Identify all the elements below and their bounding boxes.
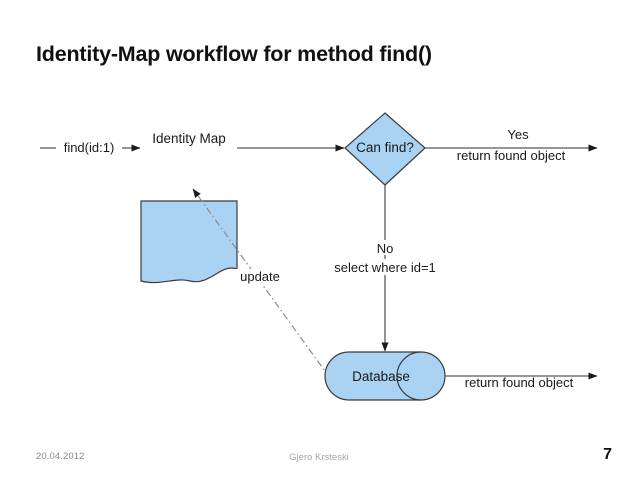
flowchart-svg: find(id:1) Identity Map Can find? Yes re… [40,112,598,401]
node-database-cap [396,351,422,401]
page-title: Identity-Map workflow for method find() [36,42,432,66]
node-database-label: Database [352,369,410,384]
connector-request: find(id:1) [40,140,141,156]
node-can-find-label: Can find? [356,140,414,155]
footer-page-number: 7 [603,446,612,463]
connector-yes-branch-label-top: Yes [507,127,529,142]
connector-db-return: return found object [445,372,598,390]
connector-yes-branch-label-bottom: return found object [457,148,566,163]
connector-no-branch-label-bottom-bg [323,259,447,275]
footer-date: 20.04.2012 [36,451,85,462]
node-identity-map-label: Identity Map [152,131,226,146]
slide-footer: 20.04.2012 Gjero Krsteski 7 [0,445,638,478]
connector-yes-branch: Yes return found object [425,127,598,163]
connector-update-label: update [240,269,280,284]
node-database[interactable]: Database [324,351,446,401]
connector-no-branch-label-top-bg [360,240,410,255]
node-can-find[interactable]: Can find? [344,112,426,186]
connector-request-label-bg [56,140,122,156]
connector-request-label: find(id:1) [64,140,115,155]
connector-db-return-label: return found object [465,375,574,390]
footer-author: Gjero Krsteski [289,452,349,463]
connector-no-branch-label-top: No [377,241,394,256]
connector-update-label-bg [230,269,290,285]
connector-no-branch: No select where id=1 [323,185,447,352]
node-identity-map[interactable]: Identity Map [140,131,238,284]
flowchart-diagram: find(id:1) Identity Map Can find? Yes re… [0,90,638,420]
connector-update: update [192,188,331,379]
node-identity-map-shape [140,200,238,284]
connector-no-branch-label-bottom: select where id=1 [334,260,436,275]
